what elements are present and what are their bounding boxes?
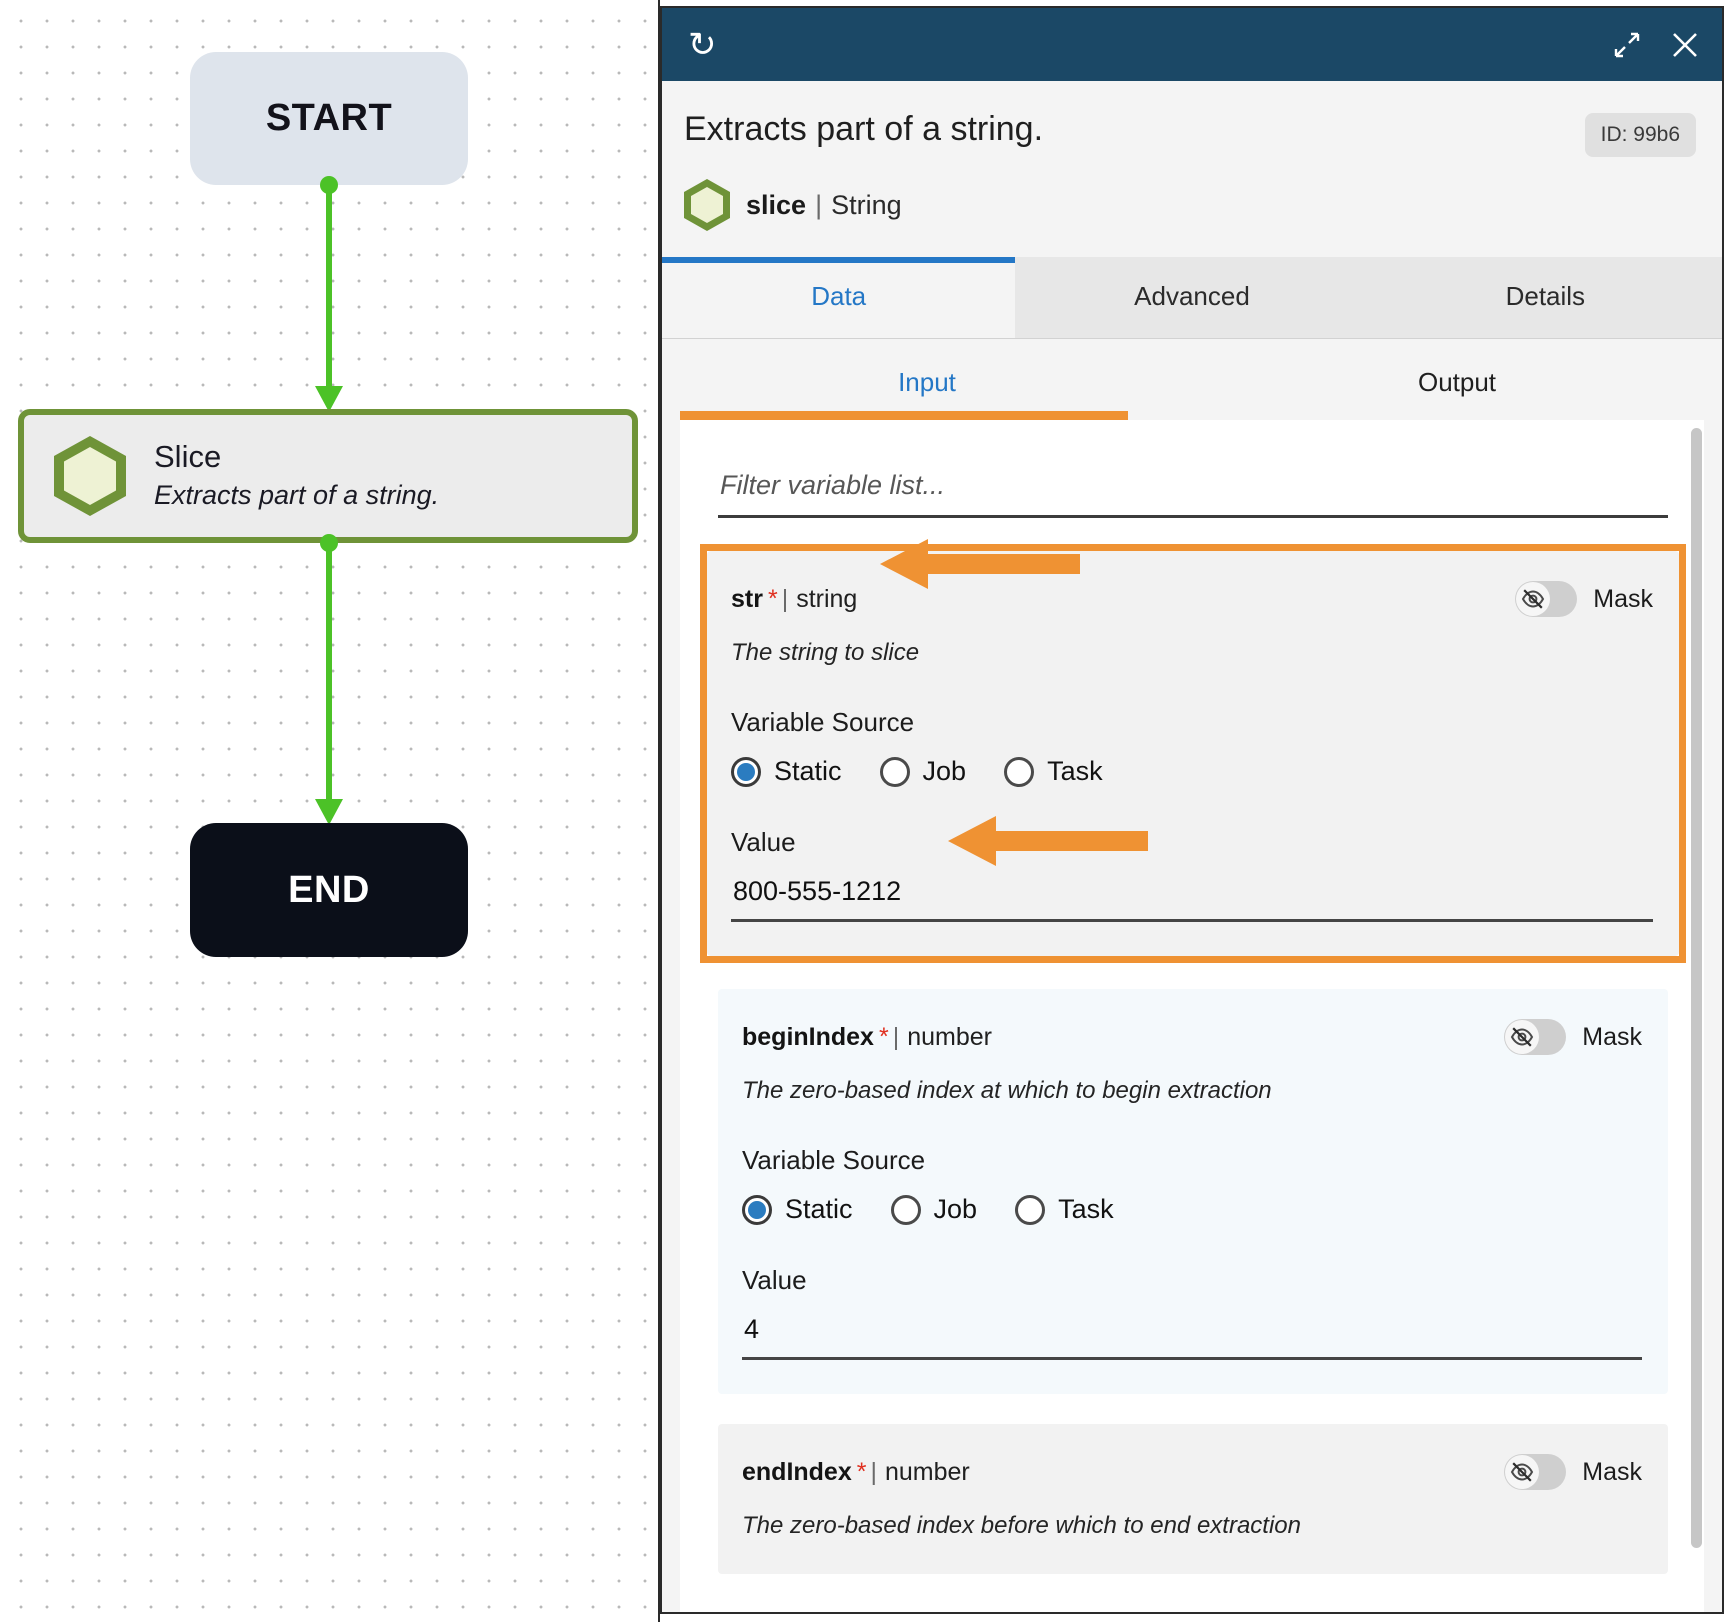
radio-task[interactable]: Task xyxy=(1004,756,1103,787)
variables-scroll-area[interactable]: str * | string xyxy=(680,420,1704,1612)
node-separator: | xyxy=(815,189,823,220)
radio-label: Task xyxy=(1058,1194,1114,1224)
value-label: Value xyxy=(742,1265,807,1295)
flow-node-slice-subtitle: Extracts part of a string. xyxy=(154,479,440,510)
refresh-icon[interactable]: ↻ xyxy=(688,25,717,64)
mask-toggle[interactable] xyxy=(1504,1454,1567,1490)
variable-name: str xyxy=(731,584,763,613)
radio-indicator xyxy=(731,756,761,787)
radio-label: Static xyxy=(785,1194,853,1224)
node-properties-panel: ↻ Extracts part of a string. ID: 99b6 sl… xyxy=(660,6,1724,1614)
search-input[interactable] xyxy=(718,466,1668,518)
restore-icon[interactable] xyxy=(1614,32,1640,58)
flow-node-start-label: START xyxy=(265,97,393,139)
radio-label: Job xyxy=(933,1194,978,1224)
mask-label: Mask xyxy=(1593,584,1653,613)
eye-slash-icon xyxy=(1516,582,1551,616)
radio-indicator xyxy=(742,1194,772,1225)
variable-name: beginIndex xyxy=(742,1022,874,1051)
radio-static[interactable]: Static xyxy=(731,756,842,787)
variable-separator: | xyxy=(870,1457,877,1486)
hexagon-icon xyxy=(54,436,126,516)
filter-row xyxy=(680,420,1704,518)
mask-toggle[interactable] xyxy=(1504,1019,1567,1055)
value-field[interactable] xyxy=(742,1308,1642,1360)
flow-canvas[interactable]: START Slice Extracts part of a string. E… xyxy=(0,0,660,1622)
required-marker: * xyxy=(767,584,778,613)
panel-header: Extracts part of a string. ID: 99b6 slic… xyxy=(662,81,1722,231)
variable-description: The string to slice xyxy=(731,639,920,666)
eye-slash-icon xyxy=(1505,1020,1540,1054)
highlight-annotation-str: str * | string xyxy=(700,544,1686,963)
main-tabs: Data Advanced Details xyxy=(662,257,1722,339)
tab-details[interactable]: Details xyxy=(1368,257,1722,338)
value-field[interactable] xyxy=(731,870,1653,922)
flow-node-slice-title: Slice xyxy=(154,439,222,475)
hexagon-icon xyxy=(684,179,730,231)
radio-static[interactable]: Static xyxy=(742,1194,853,1225)
variable-source-label: Variable Source xyxy=(742,1145,926,1175)
page-title: Extracts part of a string. xyxy=(684,110,1044,148)
radio-label: Job xyxy=(922,756,967,786)
variable-source-radio-group: Static Job Task xyxy=(742,1194,1642,1225)
edge-arrowhead xyxy=(315,799,343,825)
flow-node-slice[interactable]: Slice Extracts part of a string. xyxy=(18,409,638,543)
variable-header: beginIndex * | number xyxy=(742,1019,1642,1055)
variable-header: endIndex * | number xyxy=(742,1454,1642,1490)
edge-line xyxy=(326,185,332,390)
variable-type: number xyxy=(907,1022,992,1051)
edge-line xyxy=(326,543,332,801)
radio-job[interactable]: Job xyxy=(890,1194,978,1225)
variable-card-endindex: endIndex * | number xyxy=(718,1424,1668,1574)
radio-label: Task xyxy=(1047,756,1103,786)
mask-toggle[interactable] xyxy=(1515,581,1578,617)
node-category: String xyxy=(831,189,902,220)
mask-label: Mask xyxy=(1582,1457,1642,1486)
close-icon[interactable] xyxy=(1670,30,1700,60)
required-marker: * xyxy=(878,1022,889,1051)
tab-input[interactable]: Input xyxy=(898,367,956,397)
eye-slash-icon xyxy=(1505,1455,1540,1489)
tab-data[interactable]: Data xyxy=(662,257,1016,338)
value-label: Value xyxy=(731,827,796,857)
mask-control: Mask xyxy=(1515,581,1653,617)
node-identity: slice | String xyxy=(684,179,1696,231)
flow-node-end-label: END xyxy=(288,868,370,911)
variable-source-radio-group: Static Job Task xyxy=(731,756,1653,787)
panel-titlebar: ↻ xyxy=(662,8,1722,81)
variable-type: string xyxy=(796,584,858,613)
variable-type: number xyxy=(884,1457,970,1486)
radio-indicator xyxy=(890,1194,921,1225)
variable-description: The zero-based index before which to end… xyxy=(742,1512,1301,1539)
radio-label: Static xyxy=(774,756,842,786)
mask-control: Mask xyxy=(1504,1019,1642,1055)
tab-advanced[interactable]: Advanced xyxy=(1015,257,1369,338)
vertical-scrollbar[interactable] xyxy=(1691,428,1702,1548)
variable-description: The zero-based index at which to begin e… xyxy=(742,1077,1272,1104)
tab-output[interactable]: Output xyxy=(1417,367,1497,397)
edge-arrowhead xyxy=(315,386,343,412)
radio-task[interactable]: Task xyxy=(1015,1194,1114,1225)
variable-card-str: str * | string xyxy=(707,551,1679,956)
radio-indicator xyxy=(1004,756,1035,787)
variable-separator: | xyxy=(892,1022,900,1051)
active-sub-tab-indicator xyxy=(680,411,1128,420)
variable-header: str * | string xyxy=(731,581,1653,617)
variable-source-label: Variable Source xyxy=(731,707,915,737)
mask-control: Mask xyxy=(1504,1454,1642,1490)
node-name: slice xyxy=(746,189,807,220)
required-marker: * xyxy=(856,1457,867,1486)
radio-indicator xyxy=(1015,1194,1046,1225)
radio-job[interactable]: Job xyxy=(879,756,967,787)
mask-label: Mask xyxy=(1582,1022,1642,1051)
variable-separator: | xyxy=(781,584,789,613)
radio-indicator xyxy=(879,756,910,787)
status-badge: ID: 99b6 xyxy=(1584,113,1696,157)
flow-node-end[interactable]: END xyxy=(190,823,468,957)
sub-tabs: Input Output xyxy=(662,339,1722,420)
variable-card-beginindex: beginIndex * | number xyxy=(718,989,1668,1394)
flow-node-start[interactable]: START xyxy=(190,52,468,185)
variable-name: endIndex xyxy=(742,1457,852,1486)
